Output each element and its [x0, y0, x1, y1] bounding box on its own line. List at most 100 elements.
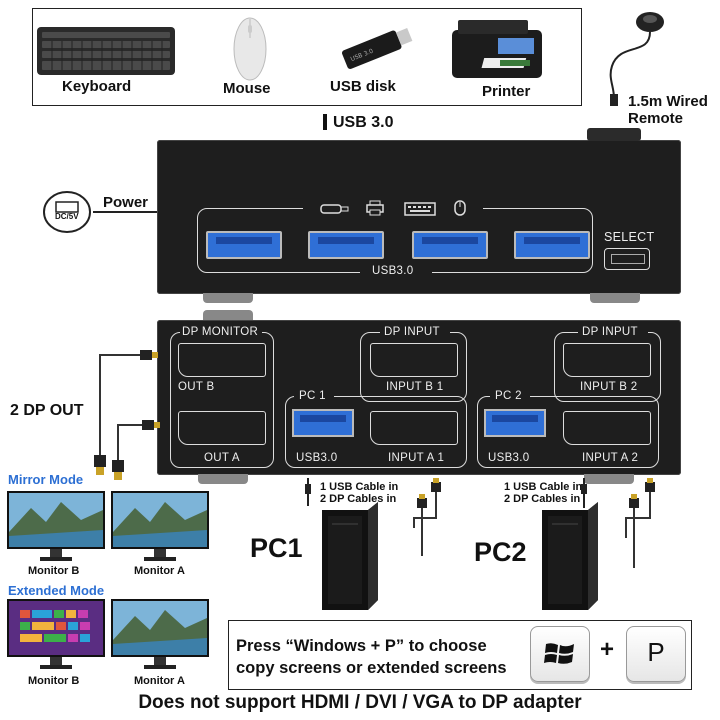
usb-cable-icon [323, 114, 327, 130]
p-key-label: P [647, 637, 665, 667]
dp-monitor-label: DP MONITOR [182, 326, 259, 338]
power-arrow-line [93, 211, 157, 213]
dp-input-2-label: DP INPUT [582, 326, 638, 338]
hint-box [228, 620, 692, 690]
usb-disk-label: USB disk [330, 78, 396, 95]
monitor-a-label-extended: Monitor A [134, 675, 185, 687]
foot-right-rear [584, 474, 634, 484]
printer-port-icon [366, 200, 384, 216]
monitor-b-label-extended: Monitor B [28, 675, 80, 687]
usb-disk-port-icon [320, 204, 349, 214]
dp-port-out-a[interactable] [178, 411, 266, 445]
hint-line2: copy screens or extended screens [236, 659, 507, 677]
mirror-mode-label: Mirror Mode [8, 472, 84, 487]
foot-left-top [203, 310, 253, 320]
plus-sign: + [600, 636, 615, 663]
input-b2-label: INPUT B 2 [580, 381, 638, 393]
dp-monitor-title-bg [180, 325, 262, 339]
out-b-label: OUT B [178, 381, 215, 393]
monitor-a-mirror [111, 491, 209, 561]
pc1-port-label: PC 1 [299, 390, 326, 402]
dp-out-label: 2 DP OUT [10, 402, 84, 419]
pc2-title-bg [490, 389, 530, 403]
front-usb-label: USB3.0 [372, 265, 414, 277]
input-a2-label: INPUT A 2 [582, 452, 639, 464]
front-usb-port-4[interactable] [514, 231, 590, 259]
monitor-b-label-mirror: Monitor B [28, 565, 80, 577]
mouse-icon [233, 17, 267, 81]
select-button[interactable] [604, 248, 650, 270]
front-usb-port-2[interactable] [308, 231, 384, 259]
monitor-b-mirror [7, 491, 105, 561]
remote-label-line2: Remote [628, 110, 684, 127]
front-usb-port-3[interactable] [412, 231, 488, 259]
remote-label-line1: 1.5m Wired [628, 93, 708, 110]
windows-logo-icon [544, 643, 574, 664]
keyboard-port-icon [404, 202, 436, 216]
pc2-cable-info: 1 USB Cable in 2 DP Cables in [504, 481, 582, 505]
dc-power-icon [43, 191, 91, 233]
printer-icon [452, 20, 542, 78]
usb-header-label: USB 3.0 [333, 114, 394, 131]
usb-disk-icon: USB 3.0 [342, 27, 413, 70]
pc1-usb-port[interactable] [292, 409, 354, 437]
dp-port-input-a2[interactable] [563, 411, 651, 445]
hint-text: Press “Windows + P” to choose copy scree… [236, 635, 507, 679]
mouse-label: Mouse [223, 80, 271, 97]
pc1-cable-line2: 2 DP Cables in [320, 493, 397, 505]
wired-remote-icon [609, 12, 664, 106]
pc1-cables-icon [305, 478, 441, 556]
foot-left-front [203, 293, 253, 303]
pc2-cable-line1: 1 USB Cable in [504, 481, 583, 493]
pc2-cable-line2: 2 DP Cables in [504, 493, 581, 505]
dp-port-input-b2[interactable] [563, 343, 651, 377]
pc2-usb-port[interactable] [484, 409, 546, 437]
pc1-tower-icon [322, 502, 378, 610]
usb-bracket-mask-top [303, 204, 483, 212]
pc2-cables-icon [581, 478, 655, 568]
dp-port-input-b1[interactable] [370, 343, 458, 377]
monitor-b-extended [7, 599, 105, 669]
dp-out-cables-icon [94, 350, 160, 480]
dp-port-input-a1[interactable] [370, 411, 458, 445]
printer-label: Printer [482, 83, 531, 100]
remote-label: 1.5m Wired Remote [628, 93, 708, 127]
pc1-label: PC1 [250, 533, 303, 563]
hint-line1: Press “Windows + P” to choose [236, 637, 487, 655]
foot-left-rear [198, 474, 248, 484]
rear-panel [157, 320, 681, 475]
mouse-port-icon [454, 200, 466, 216]
pc2-usb-label: USB3.0 [488, 452, 530, 464]
remote-port-knob [587, 128, 641, 141]
peripherals-box [32, 8, 582, 106]
input-a1-label: INPUT A 1 [388, 452, 445, 464]
front-usb-port-1[interactable] [206, 231, 282, 259]
dp-port-out-b[interactable] [178, 343, 266, 377]
footer-note: Does not support HDMI / DVI / VGA to DP … [138, 692, 582, 713]
input-b1-label: INPUT B 1 [386, 381, 444, 393]
pc1-cable-line1: 1 USB Cable in [320, 481, 399, 493]
pc1-title-bg [294, 389, 334, 403]
dc-label: DC/5V [55, 212, 79, 221]
keyboard-label: Keyboard [62, 78, 132, 95]
dp-input-1-title-bg [380, 325, 450, 339]
pc1-bracket [285, 396, 467, 468]
p-key: P [626, 626, 686, 682]
windows-key [530, 626, 590, 682]
keyboard-icon [37, 27, 175, 75]
power-label: Power [103, 194, 149, 211]
out-a-label: OUT A [204, 452, 240, 464]
pc1-cable-info: 1 USB Cable in 2 DP Cables in [320, 481, 398, 505]
monitor-a-label-mirror: Monitor A [134, 565, 185, 577]
select-label: SELECT [604, 230, 655, 244]
pc1-usb-label: USB3.0 [296, 452, 338, 464]
dp-input-2-title-bg [578, 325, 648, 339]
pc2-bracket [477, 396, 659, 468]
dp-input-1-label: DP INPUT [384, 326, 440, 338]
foot-right-front [590, 293, 640, 303]
usb-bracket-mask-bottom [360, 266, 432, 276]
monitor-a-extended [111, 599, 209, 669]
pc2-port-label: PC 2 [495, 390, 522, 402]
pc2-label: PC2 [474, 537, 527, 567]
extended-mode-label: Extended Mode [8, 583, 105, 598]
